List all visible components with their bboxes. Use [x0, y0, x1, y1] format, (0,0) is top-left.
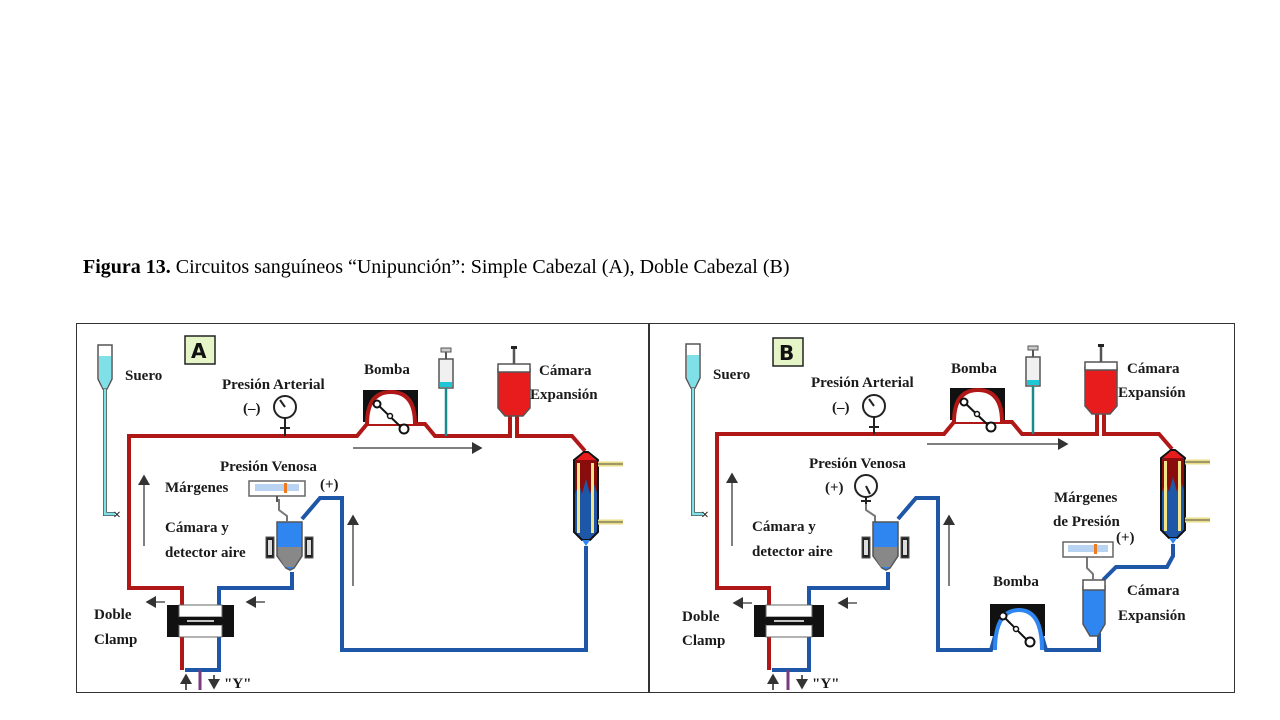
- dialyzer-icon: [1160, 449, 1210, 544]
- label-camara-detector-2: detector aire: [165, 545, 246, 561]
- label-camara-expansion-1: Cámara: [1127, 361, 1180, 377]
- label-bomba-venosa: Bomba: [993, 574, 1039, 590]
- panel-badge-a: A: [184, 335, 216, 365]
- venous-blood-pump-icon: [990, 604, 1045, 651]
- label-camara-expansion-1: Cámara: [539, 363, 592, 379]
- figure-caption: Figura 13. Circuitos sanguíneos “Unipunc…: [83, 256, 790, 279]
- figure-frame: A × Suero Presión Arterial (–): [76, 323, 1235, 693]
- label-camara-expansion-2: Expansión: [530, 387, 598, 403]
- label-bomba: Bomba: [364, 362, 410, 378]
- air-detector-chamber-icon: [265, 499, 314, 571]
- label-doble-clamp-1: Doble: [682, 609, 720, 625]
- label-presion-venosa: Presión Venosa: [220, 459, 317, 475]
- label-margenes-presion-sign: (+): [1116, 530, 1135, 546]
- arterial-pressure-gauge-icon: [862, 394, 886, 434]
- venous-pressure-gauge-icon: [854, 474, 878, 522]
- label-camara-expansion-2: Expansión: [1118, 385, 1186, 401]
- label-doble-clamp-2: Clamp: [682, 633, 725, 649]
- venous-pressure-margin-meter-icon: [248, 480, 306, 502]
- label-y-connector: "Y": [224, 676, 252, 692]
- flow-arrows: [726, 438, 1069, 609]
- label-presion-arterial-sign: (–): [243, 401, 261, 417]
- panel-a-diagram: A × Suero Presión Arterial (–): [94, 335, 623, 692]
- svg-text:A: A: [191, 339, 207, 363]
- label-presion-venosa-sign: (+): [320, 477, 339, 493]
- label-presion-venosa: Presión Venosa: [809, 456, 906, 472]
- label-doble-clamp-2: Clamp: [94, 632, 137, 648]
- saline-bag-icon: ×: [685, 343, 709, 523]
- expansion-chamber-icon: [497, 346, 531, 417]
- venous-line: [185, 496, 588, 672]
- heparin-syringe-icon: [438, 347, 454, 436]
- svg-text:×: ×: [701, 508, 709, 523]
- label-margenes-presion-1: Márgenes: [1054, 490, 1117, 506]
- label-camara-detector-1: Cámara y: [165, 520, 229, 536]
- venous-pressure-margin-meter-icon: [1062, 541, 1114, 558]
- figure-label: Figura 13.: [83, 256, 171, 278]
- label-suero: Suero: [713, 367, 750, 383]
- label-presion-venosa-sign: (+): [825, 480, 844, 496]
- label-presion-arterial: Presión Arterial: [222, 377, 325, 393]
- air-detector-chamber-icon: [861, 521, 910, 571]
- expansion-chamber-icon: [1084, 344, 1118, 415]
- double-clamp-icon: [754, 604, 824, 638]
- label-camara-expansion-venosa-1: Cámara: [1127, 583, 1180, 599]
- flow-arrows: [138, 442, 483, 608]
- label-y-connector: "Y": [812, 676, 840, 692]
- svg-text:B: B: [779, 341, 794, 365]
- label-doble-clamp-1: Doble: [94, 607, 132, 623]
- panel-badge-b: B: [772, 337, 804, 367]
- label-margenes-presion-2: de Presión: [1053, 514, 1120, 530]
- double-clamp-icon: [167, 604, 234, 638]
- svg-text:×: ×: [113, 508, 121, 523]
- label-margenes: Márgenes: [165, 480, 228, 496]
- arterial-pressure-gauge-icon: [273, 395, 297, 436]
- label-camara-expansion-venosa-2: Expansión: [1118, 608, 1186, 624]
- venous-expansion-chamber-icon: [1082, 556, 1106, 637]
- saline-bag-icon: ×: [97, 344, 121, 523]
- label-camara-detector-1: Cámara y: [752, 519, 816, 535]
- label-suero: Suero: [125, 368, 162, 384]
- panel-divider: [648, 324, 650, 692]
- label-bomba: Bomba: [951, 361, 997, 377]
- blood-pump-icon: [950, 387, 1005, 433]
- panel-b-diagram: B × Suero Presión Arterial (–) Bomba: [682, 337, 1210, 692]
- label-presion-arterial: Presión Arterial: [811, 375, 914, 391]
- heparin-syringe-icon: [1025, 345, 1041, 434]
- label-presion-arterial-sign: (–): [832, 400, 850, 416]
- figure-caption-text: Circuitos sanguíneos “Unipunción”: Simpl…: [170, 256, 790, 278]
- blood-pump-icon: [363, 389, 418, 435]
- label-camara-detector-2: detector aire: [752, 544, 833, 560]
- dialyzer-icon: [573, 451, 623, 546]
